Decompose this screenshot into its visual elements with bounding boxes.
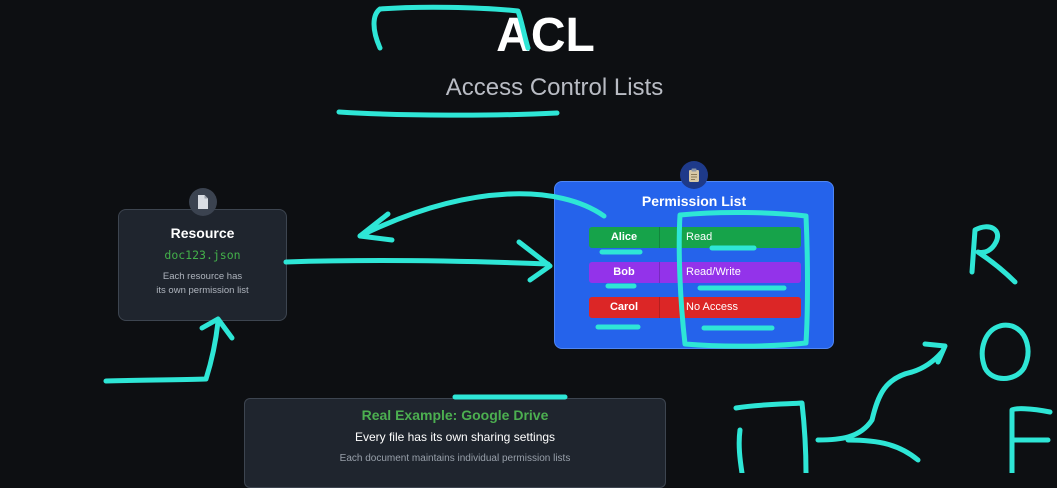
subtitle-underline-stroke: [336, 109, 560, 118]
resource-description: Each resource has its own permission lis…: [127, 270, 278, 298]
permission-list-card[interactable]: Permission List Alice Read Bob Read/Writ…: [554, 181, 834, 349]
resource-filename: doc123.json: [164, 248, 241, 262]
acl-bracket-stroke: [371, 4, 531, 51]
permission-row-bob[interactable]: Bob Read/Write: [589, 262, 801, 283]
permission-access: Read: [686, 231, 713, 243]
handwritten-letter-o: [979, 322, 1031, 381]
bottom-left-arrow-stroke: [103, 319, 221, 384]
permission-access: Read/Write: [686, 266, 741, 278]
bottom-left-arrowhead-stroke: [199, 316, 235, 341]
tree-box-stroke: [733, 400, 809, 473]
curved-arrowhead-stroke: [357, 211, 395, 243]
document-icon: [189, 188, 217, 216]
tree-arrowhead-stroke: [922, 341, 948, 365]
tree-lower-branch-stroke: [845, 437, 921, 463]
resource-description-line2: its own permission list: [156, 285, 249, 296]
straight-arrowhead-stroke: [516, 239, 553, 283]
example-subtitle: Every file has its own sharing settings: [354, 430, 556, 444]
permission-user: Alice: [589, 227, 660, 248]
permission-user: Bob: [589, 262, 660, 283]
permission-user: Carol: [589, 297, 660, 318]
straight-arrow-stroke: [283, 258, 551, 267]
permission-access: No Access: [686, 301, 738, 313]
example-description: Each document maintains individual permi…: [339, 453, 571, 464]
annotation-overlay: [103, 4, 1053, 473]
example-title: Real Example: Google Drive: [361, 407, 549, 423]
handwritten-letter-r: [969, 224, 1018, 285]
permission-row-carol[interactable]: Carol No Access: [589, 297, 801, 318]
resource-card[interactable]: Resource doc123.json Each resource has i…: [118, 209, 287, 321]
access-column-box-stroke: [676, 209, 810, 349]
resource-title: Resource: [170, 225, 235, 241]
resource-description-line1: Each resource has: [162, 271, 243, 282]
permission-row-alice[interactable]: Alice Read: [589, 227, 801, 248]
tree-branch-stroke: [815, 349, 945, 443]
curved-arrow-stroke: [357, 191, 607, 239]
page-subtitle: Access Control Lists: [445, 74, 664, 101]
clipboard-icon: [680, 161, 708, 189]
tree-left-bracket-stroke: [736, 427, 745, 473]
handwritten-letter-e: [1009, 406, 1053, 473]
page-title: ACL: [496, 9, 595, 62]
permission-list-title: Permission List: [641, 193, 747, 209]
